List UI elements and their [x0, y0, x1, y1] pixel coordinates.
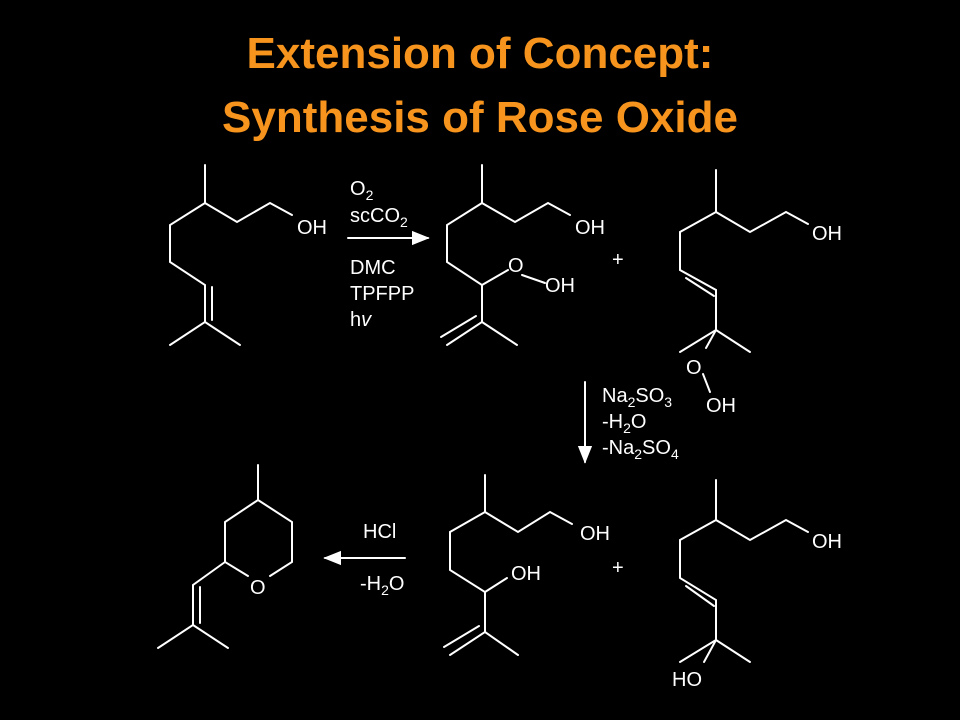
reagent-h2o-o: O [631, 411, 647, 433]
hydroperoxide-2-o-label: O [686, 357, 702, 379]
hydroperoxide-1-structure: OH O OH [440, 164, 605, 346]
rose-oxide-ring-o-label: O [250, 577, 266, 599]
reagent-o2: O [350, 178, 366, 200]
reagent-h2o-final-h: -H [360, 573, 381, 595]
reagent-na2so3-sub1: 2 [628, 394, 636, 410]
reagent-na2so3-so: SO [635, 385, 664, 407]
svg-text:O2: O2 [350, 178, 374, 203]
reagent-scco2-subscript: 2 [400, 214, 408, 230]
reagent-h2o-sub: 2 [623, 420, 631, 436]
reagent-na2so4-sub1: 2 [634, 446, 642, 462]
hydroperoxide-2-structure: OH O OH [679, 169, 842, 417]
reagent-na2so4-sub2: 4 [671, 446, 679, 462]
svg-text:scCO2: scCO2 [350, 205, 408, 230]
plus-sign-bottom: + [612, 557, 624, 579]
plus-sign-top: + [612, 249, 624, 271]
reagent-na2so4-so: SO [642, 437, 671, 459]
reagent-hcl: HCl [363, 521, 396, 543]
reagent-scco2: scCO [350, 205, 400, 227]
slide-title-line-1: Extension of Concept: [246, 29, 714, 78]
reagent-h2o-final-sub: 2 [381, 582, 389, 598]
citronellol-structure: OH [169, 164, 327, 346]
hydroperoxide-1-o-label: O [508, 255, 524, 277]
svg-text:-H2O: -H2O [602, 411, 646, 436]
reagent-dmc: DMC [350, 257, 396, 279]
reagent-h2o-h: -H [602, 411, 623, 433]
svg-text:-Na2SO4: -Na2SO4 [602, 437, 679, 462]
diol-2-oh-label: OH [812, 531, 842, 553]
svg-text:Na2SO3: Na2SO3 [602, 385, 672, 410]
diol-1-second-oh-label: OH [511, 563, 541, 585]
diol-2-ho-label: HO [672, 669, 702, 691]
rose-oxide-structure: O [157, 464, 293, 649]
hydroperoxide-2-ooh-label: OH [706, 395, 736, 417]
reagent-o2-subscript: 2 [366, 187, 374, 203]
reagent-na2so3-sub2: 3 [664, 394, 672, 410]
reagent-hv-nu: v [361, 309, 372, 331]
svg-text:-H2O: -H2O [360, 573, 404, 598]
reagent-na2so3-na: Na [602, 385, 628, 407]
hydroperoxide-1-ooh-label: OH [545, 275, 575, 297]
diol-2-structure: OH HO [672, 479, 842, 691]
reagent-h2o-final-o: O [389, 573, 405, 595]
reagent-tpfpp: TPFPP [350, 283, 414, 305]
citronellol-oh-label: OH [297, 217, 327, 239]
reagent-na2so4-na: -Na [602, 437, 635, 459]
diol-1-oh-label: OH [580, 523, 610, 545]
hydroperoxide-2-oh-label: OH [812, 223, 842, 245]
reagent-hv-h: h [350, 309, 361, 331]
diol-1-structure: OH OH [443, 474, 610, 656]
hydroperoxide-1-oh-label: OH [575, 217, 605, 239]
svg-text:hv: hv [350, 309, 372, 331]
slide-title-line-2: Synthesis of Rose Oxide [222, 93, 738, 142]
